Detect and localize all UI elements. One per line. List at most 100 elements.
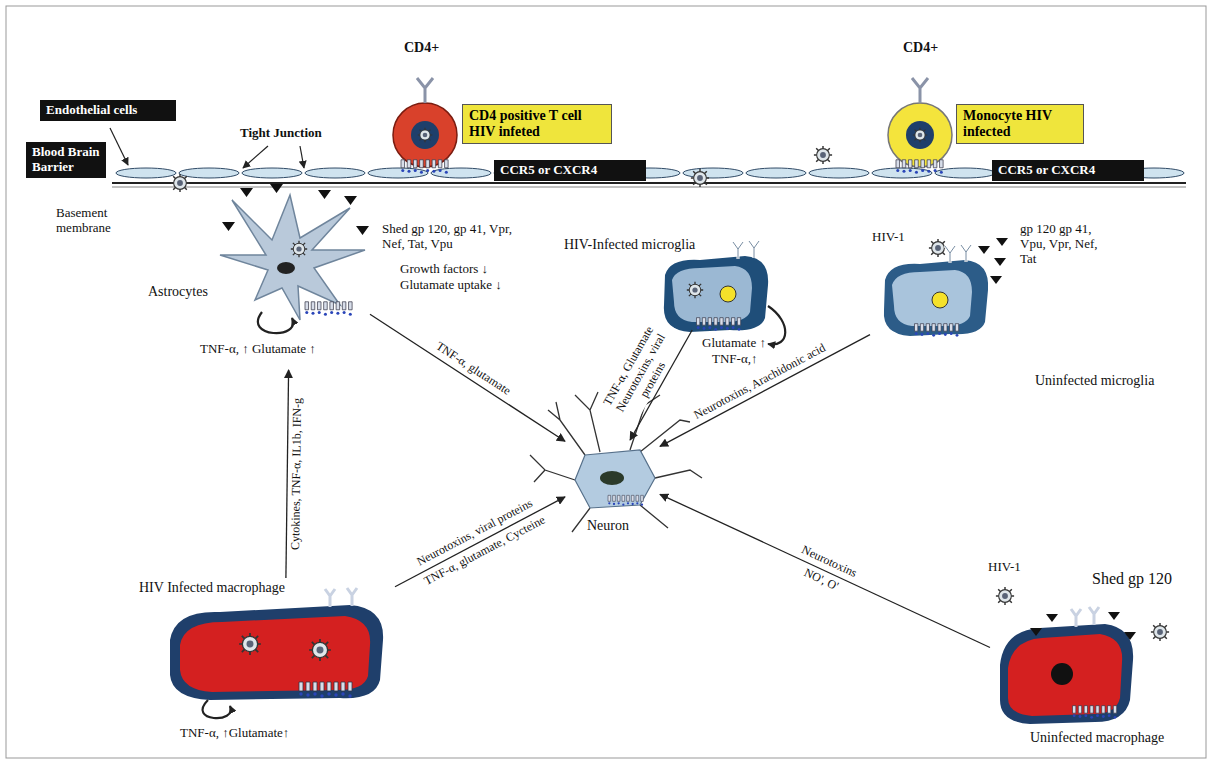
box-text: CD4 positive T cell HIV infeted: [469, 108, 605, 140]
microglia-nucleus: [720, 286, 736, 302]
macrophage-back: [170, 605, 383, 700]
annotation-label: Glutamate ↑: [702, 336, 766, 351]
annotation-label: Basement membrane: [56, 206, 130, 236]
label-box: Endothelial cells: [40, 100, 176, 121]
annotation-label: Tight Junction: [240, 126, 322, 141]
microglia-back: [884, 260, 988, 336]
cd4-receptor: [733, 241, 759, 259]
cd4-receptor: [417, 78, 433, 103]
receptor-cluster: [299, 682, 352, 698]
virus: [691, 169, 709, 187]
endothelial-cell: [305, 168, 365, 178]
endothelial-cell: [368, 168, 428, 178]
neuron-body: [575, 450, 655, 508]
t-cell: [393, 78, 457, 174]
receptor-cluster: [697, 318, 741, 331]
edge-label: Neurotoxins, Arachidonic acid: [690, 340, 831, 424]
connector-arrow: [395, 497, 565, 587]
autocrine-arrow: [203, 700, 231, 718]
cell-name: HIV-Infected microglia: [564, 237, 695, 253]
box-text: CCR5 or CXCR4: [998, 163, 1138, 178]
label-box: CCR5 or CXCR4: [494, 160, 646, 181]
virus: [929, 239, 947, 257]
infected-macrophage: [170, 588, 383, 718]
edge-label: Cytokines, TNF-α, IL1b, IFN-g: [289, 396, 305, 553]
astrocyte-nucleus: [277, 262, 295, 274]
virus: [996, 587, 1014, 605]
box-text: Monocyte HIV infected: [963, 108, 1077, 140]
endothelial-cell: [242, 168, 302, 178]
annotation-label: TNF-α, ↑ Glutamate ↑: [200, 342, 316, 357]
connector-arrow: [660, 335, 870, 447]
macrophage-back: [1000, 624, 1133, 724]
endothelial-cell: [809, 168, 869, 178]
cell-name: HIV Infected macrophage: [139, 580, 285, 596]
cell-region: HIV Infected macrophage: [135, 578, 395, 713]
annotation-label: Shed gp 120: [1092, 570, 1172, 588]
label-box: Monocyte HIV infected: [956, 104, 1084, 144]
virus: [171, 174, 189, 192]
box-text: CCR5 or CXCR4: [500, 163, 640, 178]
virus: [291, 241, 307, 257]
virus: [687, 282, 703, 298]
cell-name: Uninfected macrophage: [1030, 730, 1164, 746]
annotation-label: HIV-1: [988, 560, 1021, 575]
autocrine-arrow: [258, 312, 293, 333]
annotation-label: CD4+: [404, 40, 439, 56]
annotation-label: TNF-α,↑: [712, 352, 757, 367]
box-text: Endothelial cells: [46, 103, 170, 118]
label-box: Blood Brain Barrier: [26, 142, 106, 178]
macrophage-front: [180, 616, 370, 692]
cell-name: Astrocytes: [148, 284, 208, 300]
virus: [309, 639, 331, 661]
endothelial-cell: [116, 168, 176, 178]
endothelial-cell: [935, 168, 995, 178]
leader-arrow: [243, 146, 268, 168]
autocrine-arrow: [768, 306, 785, 344]
cell-name: Uninfected microglia: [1035, 373, 1154, 389]
receptor-cluster: [608, 495, 643, 505]
endothelial-cell: [683, 168, 743, 178]
virus: [814, 146, 832, 164]
box-text: Blood Brain Barrier: [32, 145, 100, 175]
frame: [6, 6, 1206, 758]
monocyte: [888, 78, 952, 174]
gp120-triangles: [1030, 612, 1136, 640]
receptor-cluster: [305, 302, 352, 316]
uninfected-macrophage: [1000, 607, 1136, 724]
label-box: CD4 positive T cell HIV infeted: [462, 104, 612, 144]
annotation-label: TNF-α, ↑Glutamate↑: [180, 726, 289, 741]
neuron-nucleus: [600, 471, 624, 485]
endothelial-cell: [746, 168, 806, 178]
virus: [913, 128, 928, 143]
cell-region: Uninfected microglia: [870, 255, 1180, 395]
label-box: CCR5 or CXCR4: [992, 160, 1144, 181]
microglia-front: [672, 266, 752, 322]
virus: [1151, 623, 1169, 641]
edge-label: TNF-α, glutamate: [431, 339, 515, 400]
cd4-receptor: [1071, 607, 1099, 627]
receptor-cluster: [1073, 706, 1117, 719]
gp120-triangles: [978, 238, 1008, 284]
macrophage-front: [1008, 634, 1122, 716]
t-cell-body: [393, 103, 457, 167]
edge-label: TNF-α, Glutamate Neurotoxins, viral prot…: [595, 315, 686, 432]
cell-region: Uninfected macrophage: [990, 610, 1180, 755]
leader-arrow: [110, 128, 128, 165]
uninfected-microglia: [884, 238, 1008, 337]
annotation-label: HIV-1: [872, 230, 905, 245]
microglia-front: [892, 270, 972, 326]
monocyte-nucleus: [906, 121, 934, 149]
connector-arrow: [660, 494, 990, 647]
cd4-receptor: [325, 588, 357, 607]
cell-region: HIV-Infected microglia: [560, 235, 775, 330]
cd4-receptor-outline: [945, 245, 971, 263]
annotation-label: Shed gp 120, gp 41, Vpr, Nef, Tat, Vpu: [382, 222, 534, 252]
macrophage-nucleus: [1051, 663, 1073, 685]
astrocyte: [220, 184, 369, 333]
basement-membrane-line: [112, 182, 1186, 184]
endothelial-cell: [179, 168, 239, 178]
microglia-nucleus: [932, 292, 948, 308]
gp120-triangles: [222, 184, 369, 235]
